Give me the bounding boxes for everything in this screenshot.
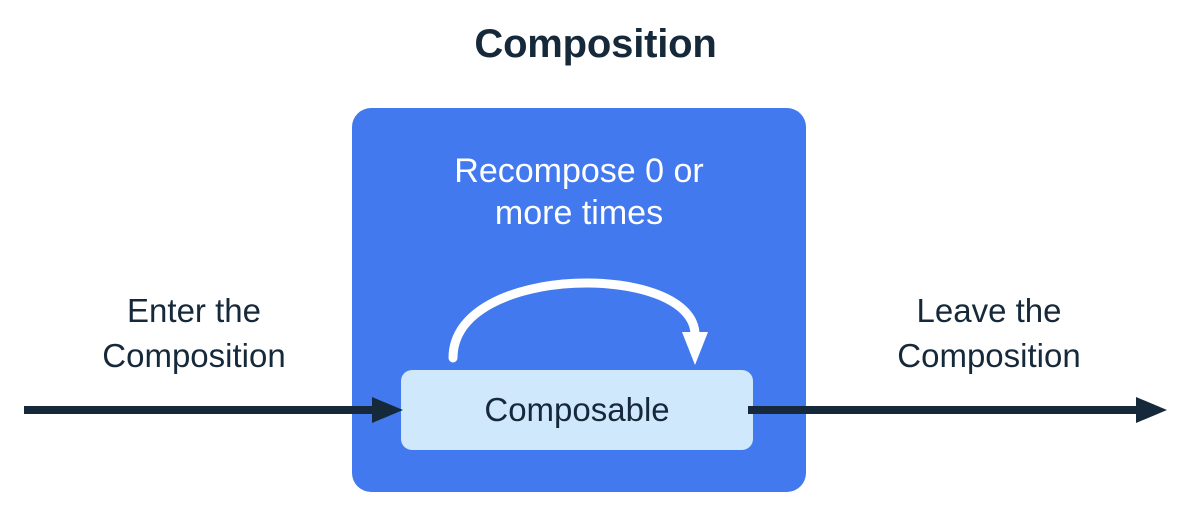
recompose-caption: Recompose 0 or more times — [352, 150, 806, 234]
enter-composition-arrow-icon — [24, 397, 403, 423]
enter-composition-label-line-1: Enter the — [127, 292, 261, 329]
leave-composition-label: Leave the Composition — [810, 288, 1168, 378]
recompose-caption-line-1: Recompose 0 or — [454, 152, 704, 190]
enter-composition-label-line-2: Composition — [102, 337, 286, 374]
enter-composition-label: Enter the Composition — [35, 288, 353, 378]
composable-label: Composable — [484, 391, 670, 428]
recompose-caption-line-2: more times — [494, 194, 664, 232]
page-title: Composition — [474, 22, 717, 66]
composable-node: Composable — [401, 370, 753, 450]
leave-composition-label-line-1: Leave the — [916, 292, 1062, 329]
leave-composition-label-line-2: Composition — [897, 337, 1081, 374]
curved-loop-arrow-icon — [448, 278, 708, 365]
leave-composition-arrow-icon — [748, 397, 1167, 423]
